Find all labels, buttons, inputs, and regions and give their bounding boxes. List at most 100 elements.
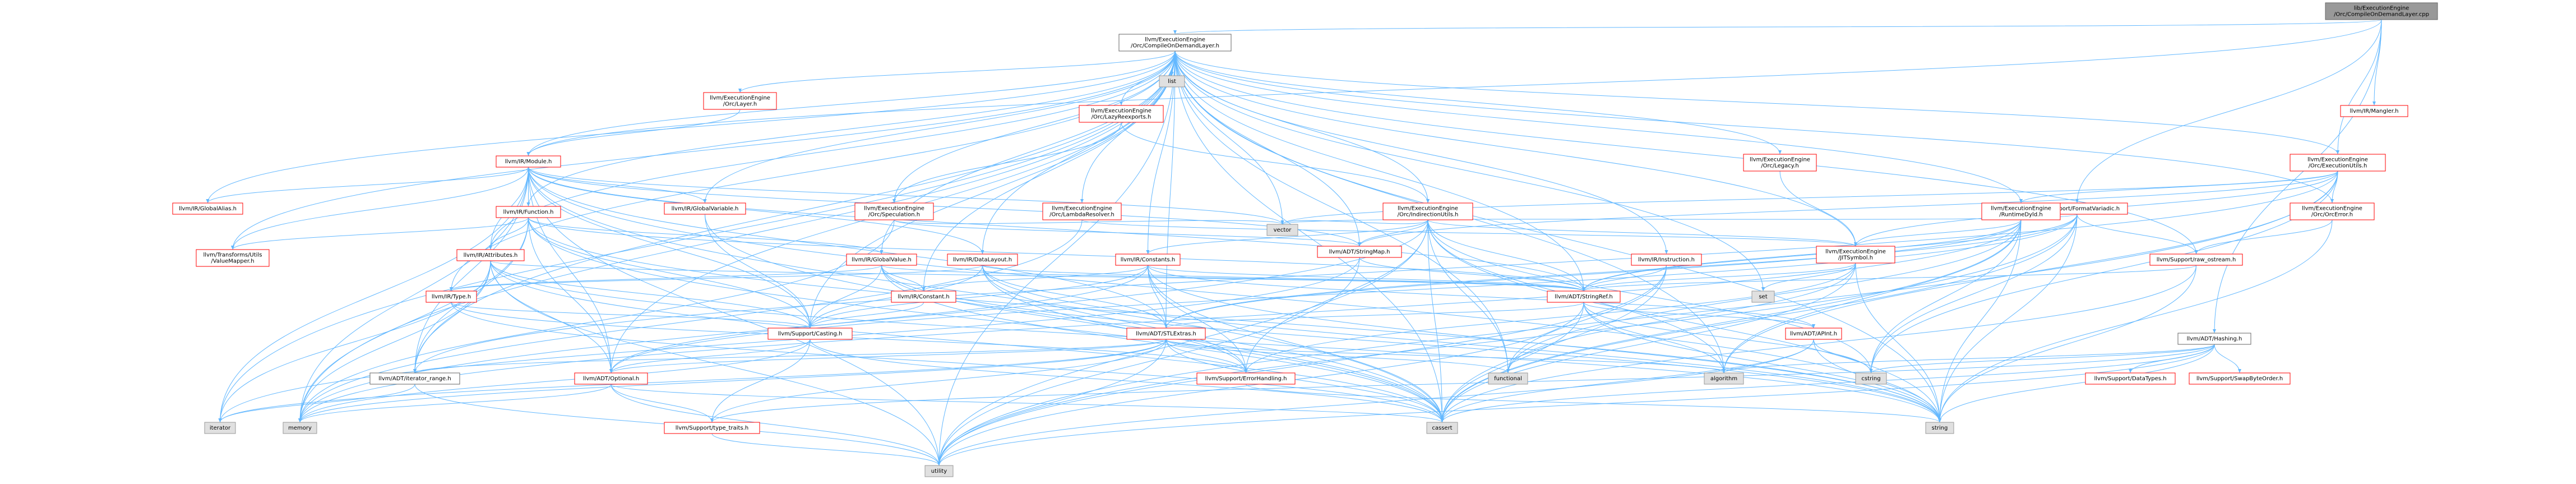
graph-node-valuemapper[interactable]: llvm/Transforms/Utils/ValueMapper.h — [196, 249, 270, 267]
node-box — [1743, 154, 1817, 172]
dependency-edge — [298, 219, 2022, 423]
dependency-edge — [218, 260, 491, 423]
dependency-edge — [489, 217, 529, 250]
graph-node-globalalias[interactable]: llvm/IR/GlobalAlias.h — [172, 202, 243, 215]
dependency-edge — [218, 384, 415, 423]
dependency-edge — [937, 214, 2078, 466]
graph-node-string[interactable]: string — [1925, 422, 1954, 434]
dependency-edge — [1280, 219, 1428, 225]
graph-node-executils[interactable]: llvm/ExecutionEngine/Orc/ExecutionUtils.… — [2290, 154, 2386, 172]
node-label: lib/ExecutionEngine — [2354, 6, 2409, 12]
graph-node-iterator[interactable]: iterator — [204, 422, 236, 434]
dependency-edge — [609, 265, 1148, 374]
graph-node-codl_h[interactable]: llvm/ExecutionEngine/Orc/CompileOnDemand… — [1118, 34, 1232, 52]
dependency-edge — [206, 167, 529, 204]
node-box — [2149, 253, 2243, 266]
graph-node-vector[interactable]: vector — [1266, 224, 1298, 236]
dependency-edge — [1938, 344, 2215, 423]
dependency-edge — [1583, 302, 1726, 374]
node-box — [369, 372, 460, 385]
graph-node-cassert[interactable]: cassert — [1426, 422, 1458, 434]
graph-node-globalvariable[interactable]: llvm/IR/GlobalVariable.h — [664, 202, 746, 215]
graph-node-rawcerr[interactable]: llvm/Support/raw_ostream.h — [2149, 253, 2243, 266]
dependency-edge — [231, 167, 529, 250]
graph-node-errhandling[interactable]: llvm/Support/ErrorHandling.h — [1196, 372, 1296, 385]
dependency-edge — [981, 50, 1176, 255]
dependency-edge — [528, 167, 1168, 329]
node-label: algorithm — [1710, 376, 1737, 382]
dependency-edge — [922, 265, 1148, 292]
graph-node-list[interactable]: list — [1159, 75, 1185, 87]
node-box — [1785, 328, 1842, 340]
graph-node-runtimedyld[interactable]: llvm/ExecutionEngine/RuntimeDyld.h — [1981, 202, 2061, 220]
dependency-edge — [1174, 50, 1941, 423]
graph-node-apint[interactable]: llvm/ADT/APInt.h — [1785, 328, 1842, 340]
graph-node-typetraits[interactable]: llvm/Support/type_traits.h — [664, 422, 760, 434]
graph-node-optional[interactable]: llvm/ADT/Optional.h — [574, 372, 648, 385]
dependency-edge — [1722, 219, 2022, 374]
node-box — [172, 202, 243, 215]
dependency-edge — [413, 339, 1167, 374]
graph-node-casting[interactable]: llvm/Support/Casting.h — [767, 328, 853, 340]
graph-node-lazyreexp[interactable]: llvm/ExecutionEngine/Orc/LazyReexports.h — [1079, 105, 1164, 123]
graph-node-stringmap[interactable]: llvm/ADT/StringMap.h — [1317, 246, 1402, 258]
node-label: llvm/IR/Instruction.h — [1638, 257, 1695, 263]
node-label: llvm/Support/Casting.h — [778, 331, 843, 337]
graph-node-datalayout[interactable]: llvm/IR/DataLayout.h — [947, 253, 1018, 266]
graph-node-stringref[interactable]: llvm/ADT/StringRef.h — [1547, 291, 1621, 303]
graph-node-utility[interactable]: utility — [924, 465, 954, 477]
graph-node-irmangler[interactable]: llvm/IR/Mangler.h — [2340, 105, 2408, 117]
graph-node-irfunction[interactable]: llvm/IR/Function.h — [496, 206, 561, 218]
graph-node-layer[interactable]: llvm/ExecutionEngine/Orc/Layer.h — [703, 92, 777, 110]
graph-node-speculation[interactable]: llvm/ExecutionEngine/Orc/Speculation.h — [854, 202, 934, 220]
dependency-edge — [1174, 50, 1361, 247]
dependency-edge — [490, 260, 812, 329]
graph-node-swapbyte[interactable]: llvm/Support/SwapByteOrder.h — [2189, 372, 2291, 385]
graph-node-constants[interactable]: llvm/IR/Constants.h — [1115, 253, 1181, 266]
graph-node-globalvalue[interactable]: llvm/IR/GlobalValue.h — [846, 253, 917, 266]
graph-node-instruction[interactable]: llvm/IR/Instruction.h — [1631, 253, 1702, 266]
dependency-edge — [982, 265, 1168, 329]
node-label: /JITSymbol.h — [1838, 255, 1873, 261]
dependency-edge — [1164, 302, 1584, 329]
node-box — [426, 291, 477, 303]
node-label: iterator — [210, 425, 231, 431]
node-label: llvm/IR/Type.h — [432, 294, 471, 300]
dependency-edge — [528, 167, 1585, 292]
graph-node-root[interactable]: lib/ExecutionEngine/Orc/CompileOnDemandL… — [2325, 2, 2438, 20]
dependency-edge — [609, 339, 1167, 374]
graph-node-algorithm[interactable]: algorithm — [1704, 372, 1744, 385]
dependency-edge — [413, 170, 2338, 374]
graph-node-irconstant[interactable]: llvm/IR/Constant.h — [891, 291, 956, 303]
node-label: /Orc/Layer.h — [723, 102, 757, 108]
node-box — [204, 422, 236, 434]
graph-node-datatypes[interactable]: llvm/Support/DataTypes.h — [2085, 372, 2176, 385]
node-box — [2189, 372, 2291, 385]
graph-node-attributes[interactable]: llvm/IR/Attributes.h — [456, 249, 525, 261]
node-label: llvm/Support/FormatVariadic.h — [2034, 206, 2120, 212]
graph-node-adt_hashing[interactable]: llvm/ADT/Hashing.h — [2177, 333, 2251, 345]
node-box — [664, 422, 760, 434]
graph-node-irtype[interactable]: llvm/IR/Type.h — [426, 291, 477, 303]
graph-node-memory[interactable]: memory — [283, 422, 317, 434]
graph-node-lambdares[interactable]: llvm/ExecutionEngine/Orc/LambdaResolver.… — [1042, 202, 1122, 220]
graph-node-legacy[interactable]: llvm/ExecutionEngine/Orc/Legacy.h — [1743, 154, 1817, 172]
graph-node-cstring[interactable]: cstring — [1855, 372, 1887, 385]
graph-node-stlextras[interactable]: llvm/ADT/STLExtras.h — [1126, 328, 1206, 340]
graph-node-orcerror[interactable]: llvm/ExecutionEngine/Orc/OrcError.h — [2290, 202, 2375, 220]
graph-node-functional[interactable]: functional — [1488, 372, 1528, 385]
graph-node-jitsymbol[interactable]: llvm/ExecutionEngine/JITSymbol.h — [1816, 246, 1895, 264]
node-box — [1488, 372, 1528, 385]
graph-node-iterrange[interactable]: llvm/ADT/iterator_range.h — [369, 372, 460, 385]
dependency-edge — [451, 302, 1444, 423]
graph-node-indirection[interactable]: llvm/ExecutionEngine/Orc/IndirectionUtil… — [1382, 202, 1473, 220]
dependency-edge — [528, 167, 707, 204]
dependency-edge — [231, 217, 529, 250]
dependency-edge — [1506, 262, 1856, 374]
node-label: llvm/Support/DataTypes.h — [2094, 376, 2166, 382]
graph-node-irmodule[interactable]: llvm/IR/Module.h — [496, 155, 561, 168]
dependency-edge — [1121, 122, 1430, 204]
graph-node-set[interactable]: set — [1751, 291, 1775, 303]
dependency-edge — [218, 257, 1360, 423]
node-label: /Orc/IndirectionUtils.h — [1398, 212, 1459, 218]
